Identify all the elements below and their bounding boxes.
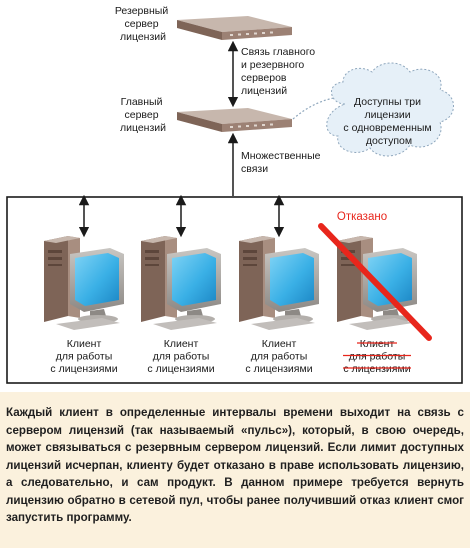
main-server-label: Главный сервер лицензий — [120, 96, 166, 134]
backup-server-icon — [177, 16, 292, 40]
caption: Каждый клиент в определенные интервалы в… — [0, 392, 470, 548]
backup-server-label: Резервный сервер лицензий — [115, 5, 171, 43]
monitor-screen — [172, 253, 216, 306]
cloud-text: Доступны три лицензии с одновременным до… — [343, 96, 434, 147]
client-network-box — [6, 196, 463, 384]
denied-label: Отказано — [337, 211, 387, 223]
cloud-icon — [326, 62, 454, 157]
main-server-icon — [177, 108, 292, 132]
denied-slash — [318, 223, 432, 341]
license-server-diagram: Резервный сервер лицензий Связь главного… — [6, 5, 463, 384]
multi-link-label: Множественные связи — [241, 150, 323, 175]
main-backup-link-label: Связь главного и резервного серверов лиц… — [241, 46, 318, 97]
monitor-screen — [270, 253, 314, 306]
monitor-screen — [368, 253, 412, 306]
monitor-screen — [75, 253, 119, 306]
